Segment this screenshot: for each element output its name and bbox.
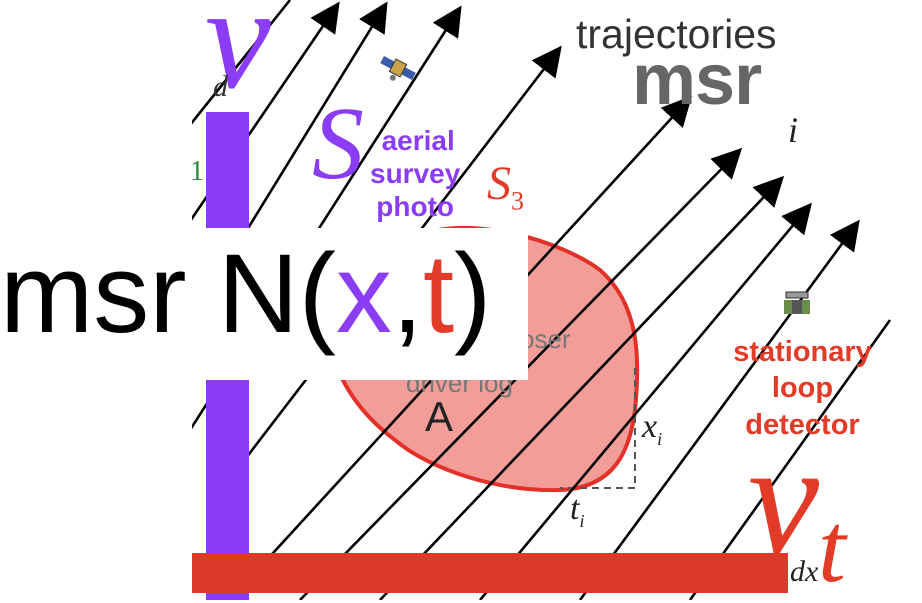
s3-label: S3 (487, 160, 524, 215)
big-x: x (335, 231, 392, 356)
aerial-line-1: aerial (381, 125, 455, 156)
road-sensor-icon (784, 291, 810, 314)
trajectory-line (379, 175, 785, 600)
msr-n-x-t-label: msr N(x,t) (0, 238, 491, 350)
i-label: i (788, 110, 799, 150)
trajectory-line (192, 0, 292, 125)
stationary-loop-detector-label: stationary loop detector (720, 334, 885, 443)
xi-subscript: i (657, 428, 663, 449)
loop-line-2: loop (771, 372, 834, 405)
d-label: d (213, 70, 228, 103)
loop-line-3: detector (745, 408, 860, 441)
big-comma: , (391, 231, 424, 356)
satellite-icon (380, 56, 416, 81)
loop-line-1: stationary (733, 336, 872, 368)
xi-base: x (642, 408, 658, 445)
v-symbol-purple: v (205, 0, 271, 120)
ti-base: t (570, 490, 580, 527)
ti-label: ti (570, 492, 584, 530)
aerial-survey-label: aerial survey photo (370, 124, 460, 223)
trajectories-heading: trajectories (576, 11, 777, 57)
big-suffix: ) (454, 231, 492, 356)
ti-subscript: i (579, 510, 585, 531)
big-label-backdrop (0, 228, 528, 380)
s3-base: S (487, 157, 511, 210)
aerial-line-3: photo (376, 191, 455, 223)
big-t: t (423, 231, 455, 356)
left-fragment-label: 1 (190, 156, 204, 187)
v-symbol-red: v (748, 409, 820, 587)
time-axis-bar (192, 553, 788, 593)
region-a-letter: A (425, 393, 454, 440)
aerial-line-2: survey (370, 158, 461, 190)
trajectory-line (479, 202, 812, 600)
big-prefix: msr N( (0, 231, 336, 356)
t-symbol-red: t (818, 492, 846, 603)
probe-vehicle-text: oser (520, 324, 571, 354)
dashed-xi-guide (560, 368, 636, 489)
s-symbol-purple: S (312, 86, 364, 201)
xi-label: xi (642, 410, 662, 448)
msr-heading: msr (632, 40, 762, 120)
s3-subscript: 3 (511, 186, 524, 216)
trajectory-line (578, 219, 860, 600)
dx-label: dx (790, 555, 819, 588)
